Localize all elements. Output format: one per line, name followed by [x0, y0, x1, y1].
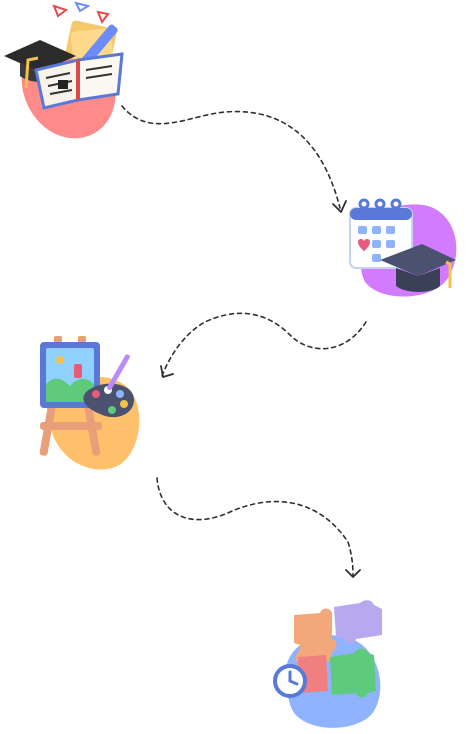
- arrowhead-1: [332, 200, 347, 213]
- connector-1: [121, 105, 341, 209]
- calendar-graduation-cap-icon: [349, 198, 457, 297]
- step-1-study: [0, 0, 140, 145]
- connector-2: [161, 312, 367, 377]
- connector-3: [156, 477, 354, 576]
- step-2-schedule: [340, 190, 469, 310]
- arrowhead-2: [160, 365, 174, 378]
- painting-easel-palette-icon: [39, 336, 140, 470]
- open-book-graduation-cap-icon: [4, 1, 124, 139]
- arrowhead-3: [345, 569, 361, 578]
- step-3-art: [30, 330, 148, 475]
- step-4-puzzle: [270, 595, 388, 734]
- puzzle-pieces-clock-icon: [273, 600, 382, 728]
